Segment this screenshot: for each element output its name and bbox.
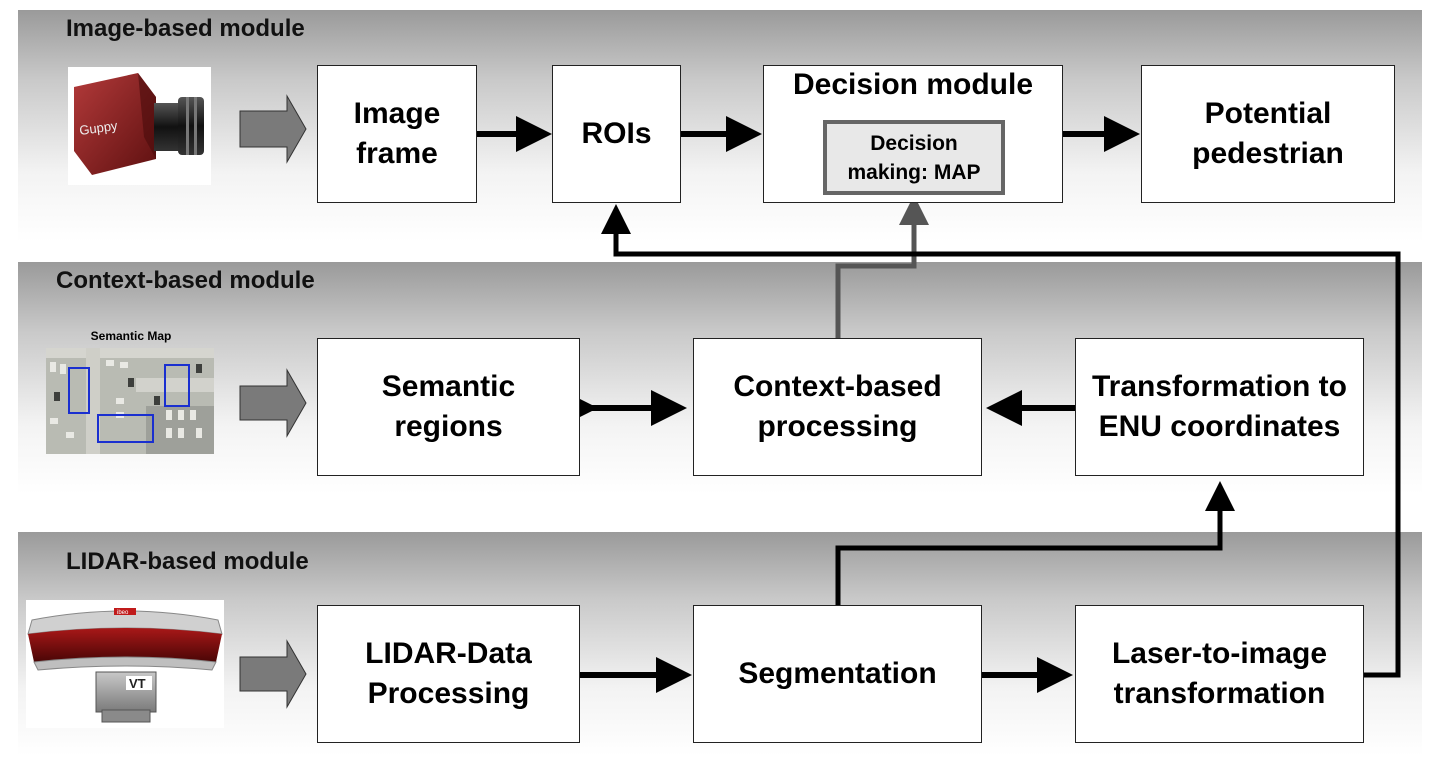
lidar-sensor-icon: ibeo VT [26, 600, 224, 728]
potential-pedestrian-box: Potential pedestrian [1141, 65, 1395, 203]
arrow-context-to-decision [835, 195, 929, 338]
semantic-map-title: Semantic Map [90, 329, 172, 343]
decision-module-title: Decision module [792, 68, 1034, 101]
image-frame-label: Image frame [353, 97, 441, 170]
arrow-laser-to-rois [601, 204, 1401, 678]
arrow-segmentation-to-enu [835, 481, 1235, 605]
segmentation-label: Segmentation [738, 657, 937, 690]
decision-making-box: Decision making: MAP [823, 120, 1005, 195]
semantic-regions-label: Semantic regions [381, 370, 516, 443]
lidar-badge-text: ibeo [117, 610, 129, 616]
context-processing-box: Context-based processing [693, 338, 982, 476]
input-arrow-camera [239, 94, 307, 164]
camera-brand-text: Guppy [78, 118, 119, 138]
enu-transform-label: Transformation to ENU coordinates [1091, 370, 1347, 443]
aerial-map-icon [46, 348, 214, 454]
input-arrow-lidar [239, 639, 307, 709]
lidar-module-title: LIDAR-based module [66, 548, 309, 575]
lidar-processing-box: LIDAR-Data Processing [317, 605, 580, 743]
lidar-base-text: VT [129, 676, 146, 691]
enu-transform-box: Transformation to ENU coordinates [1075, 338, 1364, 476]
segmentation-box: Segmentation [693, 605, 982, 743]
semantic-regions-box: Semantic regions [317, 338, 580, 476]
rois-label: ROIs [581, 117, 652, 150]
laser-to-image-box: Laser-to-image transformation [1075, 605, 1364, 743]
input-arrow-map [239, 368, 307, 438]
context-module-title: Context-based module [56, 267, 315, 294]
image-frame-box: Image frame [317, 65, 477, 203]
image-module-title: Image-based module [66, 15, 305, 42]
laser-to-image-label: Laser-to-image transformation [1111, 637, 1328, 710]
rois-box: ROIs [552, 65, 681, 203]
potential-pedestrian-label: Potential pedestrian [1192, 97, 1344, 170]
camera-icon: Guppy [68, 67, 211, 185]
context-processing-label: Context-based processing [733, 370, 942, 443]
lidar-processing-label: LIDAR-Data Processing [365, 637, 532, 710]
